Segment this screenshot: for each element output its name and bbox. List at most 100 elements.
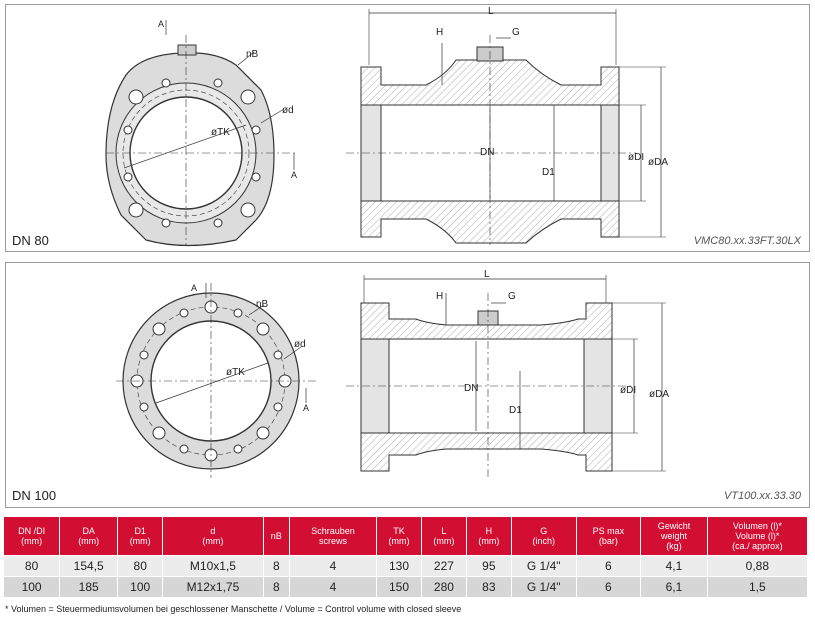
header-line: H bbox=[485, 526, 493, 536]
technical-drawing-dn80: A nB ød øTK A L H bbox=[105, 6, 668, 247]
label-otk: øTK bbox=[211, 127, 230, 138]
label-h: H bbox=[436, 291, 443, 302]
section-view-dn80 bbox=[346, 9, 666, 245]
table-cell: 100 bbox=[2, 576, 61, 598]
table-cell: 4 bbox=[288, 576, 378, 598]
label-otk: øTK bbox=[226, 367, 245, 378]
table-header-cell: H(mm) bbox=[465, 516, 512, 556]
header-line: Volume (l)* bbox=[735, 531, 780, 541]
table-cell: 1,5 bbox=[706, 576, 809, 598]
header-line: (mm) bbox=[129, 536, 151, 546]
label-g: G bbox=[508, 291, 516, 302]
table-cell: M10x1,5 bbox=[162, 555, 264, 577]
label-a-side: A bbox=[291, 170, 297, 180]
header-line: (mm) bbox=[388, 536, 410, 546]
header-line: (bar) bbox=[598, 536, 618, 546]
header-line: weight bbox=[660, 531, 687, 541]
section-view-dn100 bbox=[346, 275, 666, 478]
label-odi: øDI bbox=[620, 385, 636, 396]
table-cell: 100 bbox=[117, 576, 164, 598]
header-line: G bbox=[540, 526, 548, 536]
header-line: D1 bbox=[134, 526, 146, 536]
header-line: (mm) bbox=[478, 536, 500, 546]
table-cell: 280 bbox=[420, 576, 467, 598]
table-cell: 154,5 bbox=[59, 555, 119, 577]
table-header-cell: L(mm) bbox=[420, 516, 467, 556]
header-line: (mm) bbox=[433, 536, 455, 546]
table-cell: 130 bbox=[376, 555, 422, 577]
table-cell: G 1/4" bbox=[510, 555, 577, 577]
label-l: L bbox=[484, 269, 490, 280]
table-cell: 8 bbox=[262, 555, 290, 577]
front-view-dn100 bbox=[116, 283, 316, 478]
label-oda: øDA bbox=[649, 389, 669, 400]
footnote: * Volumen = Steuermediumsvolumen bei ges… bbox=[5, 604, 462, 614]
label-a-top: A bbox=[191, 283, 197, 293]
table-cell: 80 bbox=[2, 555, 61, 577]
label-d1: D1 bbox=[509, 405, 522, 416]
table-cell: 6 bbox=[575, 576, 642, 598]
technical-drawing-dn100: A nB ød øTK A L H G bbox=[116, 269, 669, 478]
header-line: (mm) bbox=[202, 536, 224, 546]
table-header-cell: DA(mm) bbox=[59, 516, 119, 556]
header-line: (mm) bbox=[78, 536, 100, 546]
table-cell: G 1/4" bbox=[510, 576, 577, 598]
table-cell: 0,88 bbox=[706, 555, 809, 577]
model-label: VT100.xx.33.30 bbox=[723, 490, 801, 502]
header-line: Schrauben bbox=[311, 526, 355, 536]
header-line: nB bbox=[270, 531, 282, 541]
table-cell: 80 bbox=[117, 555, 164, 577]
table-cell: 95 bbox=[465, 555, 512, 577]
label-dn: DN bbox=[464, 383, 478, 394]
table-cell: 6,1 bbox=[640, 576, 708, 598]
label-a-side: A bbox=[303, 403, 309, 413]
table-header-cell: d(mm) bbox=[162, 516, 264, 556]
header-line: (mm) bbox=[21, 536, 43, 546]
dn-label: DN 100 bbox=[12, 488, 57, 503]
label-d1: D1 bbox=[542, 167, 555, 178]
model-label: VMC80.xx.33FT.30LX bbox=[693, 235, 801, 247]
table-cell: 6 bbox=[575, 555, 642, 577]
label-od: ød bbox=[294, 339, 306, 350]
header-line: DN /DI bbox=[18, 526, 46, 536]
label-od: ød bbox=[282, 105, 294, 116]
table-header-cell: G(inch) bbox=[510, 516, 577, 556]
header-line: (inch) bbox=[532, 536, 555, 546]
table-header-cell: PS max(bar) bbox=[575, 516, 642, 556]
header-line: d bbox=[210, 526, 216, 536]
table-cell: 185 bbox=[59, 576, 119, 598]
table-cell: 227 bbox=[420, 555, 467, 577]
header-line: Volumen (l)* bbox=[732, 521, 782, 531]
table-cell: 83 bbox=[465, 576, 512, 598]
table-header-cell: nB bbox=[262, 516, 290, 556]
header-line: screws bbox=[318, 536, 347, 546]
header-line: (ca./ approx) bbox=[732, 541, 783, 551]
table-header-cell: Volumen (l)*Volume (l)*(ca./ approx) bbox=[706, 516, 809, 556]
label-h: H bbox=[436, 27, 443, 38]
label-a-top: A bbox=[158, 19, 164, 29]
dn-label: DN 80 bbox=[12, 233, 49, 248]
label-g: G bbox=[512, 27, 520, 38]
label-nb: nB bbox=[256, 299, 269, 310]
drawing-panel-dn80: A nB ød øTK A L H bbox=[5, 4, 810, 252]
table-header-cell: D1(mm) bbox=[117, 516, 164, 556]
drawing-panel-dn100: A nB ød øTK A L H G bbox=[5, 262, 810, 508]
header-line: L bbox=[441, 526, 447, 536]
table-cell: 4 bbox=[288, 555, 378, 577]
label-dn: DN bbox=[480, 147, 494, 158]
label-nb: nB bbox=[246, 49, 259, 60]
table-header-cell: TK(mm) bbox=[376, 516, 422, 556]
header-line: TK bbox=[393, 526, 405, 536]
label-oda: øDA bbox=[648, 157, 668, 168]
header-line: Gewicht bbox=[657, 521, 691, 531]
label-odi: øDI bbox=[628, 152, 644, 163]
table-cell: M12x1,75 bbox=[162, 576, 264, 598]
header-line: (kg) bbox=[666, 541, 682, 551]
table-cell: 4,1 bbox=[640, 555, 708, 577]
table-cell: 150 bbox=[376, 576, 422, 598]
